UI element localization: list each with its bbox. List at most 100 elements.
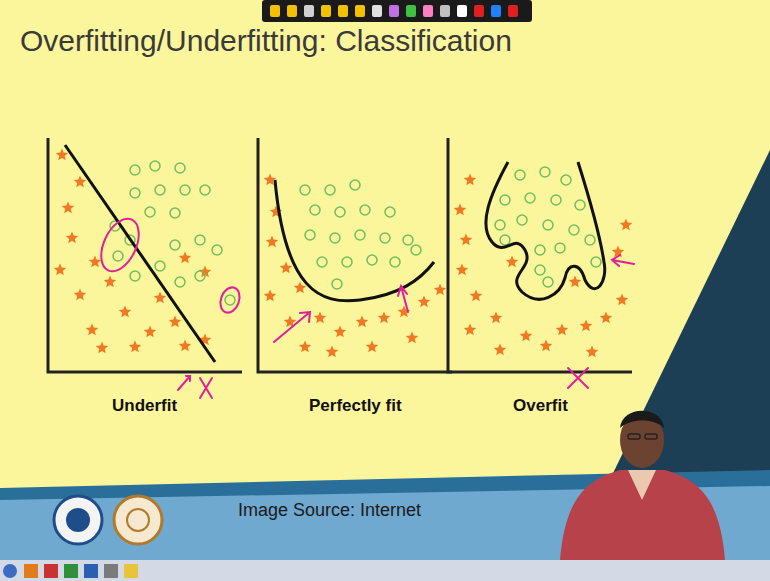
circle-point — [355, 230, 365, 240]
circle-point — [130, 188, 140, 198]
star-point — [266, 236, 278, 248]
star-point — [456, 264, 468, 276]
star-point — [569, 276, 581, 288]
toolbar-icon — [270, 5, 280, 17]
circle-point — [305, 230, 315, 240]
circle-point — [535, 245, 545, 255]
axes — [48, 138, 632, 372]
circle-point — [525, 193, 535, 203]
taskbar — [0, 560, 770, 581]
toolbar-icon — [508, 5, 518, 17]
star-point — [556, 324, 568, 336]
star-point — [144, 326, 156, 338]
star-point — [74, 176, 86, 188]
star-point — [586, 346, 598, 358]
circle-point — [403, 235, 413, 245]
star-point — [66, 232, 78, 244]
toolbar-icons — [270, 5, 518, 17]
circle-point — [515, 170, 525, 180]
toolbar-icon — [321, 5, 331, 17]
star-point — [96, 342, 108, 354]
star-point — [179, 340, 191, 352]
toolbar-icon — [491, 5, 501, 17]
toolbar-icon — [287, 5, 297, 17]
toolbar-icon — [338, 5, 348, 17]
star-point — [460, 234, 472, 246]
star-point — [264, 290, 276, 302]
panel-label: Overfit — [513, 396, 568, 416]
logo — [114, 496, 162, 544]
circle-point — [342, 257, 352, 267]
circle-point — [360, 205, 370, 215]
star-point — [620, 219, 632, 231]
circle-point — [130, 165, 140, 175]
circle-point — [350, 180, 360, 190]
circle-point — [561, 175, 571, 185]
star-point — [54, 264, 66, 276]
circle-point — [150, 161, 160, 171]
image-source-note: Image Source: Internet — [238, 500, 421, 521]
star-point — [62, 202, 74, 214]
star-point — [294, 282, 306, 294]
circle-point — [155, 261, 165, 271]
circle-point — [540, 167, 550, 177]
logo — [66, 508, 90, 532]
circle-point — [332, 279, 342, 289]
toolbar-icon — [474, 5, 484, 17]
circle-point — [591, 257, 601, 267]
star-point — [520, 330, 532, 342]
toolbar-icon — [304, 5, 314, 17]
star-point — [600, 312, 612, 324]
footer-band — [0, 470, 770, 560]
toolbar-icon — [389, 5, 399, 17]
star-point — [299, 341, 311, 353]
toolbar-icon — [440, 5, 450, 17]
logo — [54, 496, 102, 544]
star-point — [464, 324, 476, 336]
circle-point — [555, 243, 565, 253]
circle-point — [195, 271, 205, 281]
circle-point — [145, 207, 155, 217]
star-point — [86, 324, 98, 336]
toolbar-icon — [406, 5, 416, 17]
toolbar-icon — [372, 5, 382, 17]
taskbar-icons — [3, 564, 138, 578]
circle-point — [155, 185, 165, 195]
panel-label: Perfectly fit — [309, 396, 402, 416]
star-point — [356, 316, 368, 328]
circle-point — [500, 235, 510, 245]
circle-point — [175, 163, 185, 173]
circle-point — [551, 195, 561, 205]
circle-point — [113, 251, 123, 261]
logo — [127, 509, 149, 531]
star-point — [74, 289, 86, 301]
star-point — [580, 320, 592, 332]
star-point — [326, 346, 338, 358]
decision-boundary — [65, 145, 215, 362]
slide-title: Overfitting/Underfitting: Classification — [20, 24, 512, 58]
star-point — [89, 256, 101, 268]
circle-point — [390, 257, 400, 267]
circle-point — [330, 233, 340, 243]
circle-point — [367, 255, 377, 265]
star-point — [280, 262, 292, 274]
circle-point — [543, 220, 553, 230]
star-point — [169, 316, 181, 328]
star-point — [179, 252, 191, 264]
star-point — [470, 290, 482, 302]
circle-point — [130, 271, 140, 281]
star-point — [616, 294, 628, 306]
star-point — [129, 341, 141, 353]
circle-point — [569, 225, 579, 235]
circle-point — [310, 205, 320, 215]
circle-point — [411, 245, 421, 255]
circle-point — [300, 185, 310, 195]
circle-point — [575, 200, 585, 210]
circle-point — [212, 245, 222, 255]
star-point — [154, 292, 166, 304]
toolbar — [262, 0, 532, 22]
corner-band — [600, 150, 770, 500]
star-point — [418, 296, 430, 308]
circle-point — [325, 185, 335, 195]
